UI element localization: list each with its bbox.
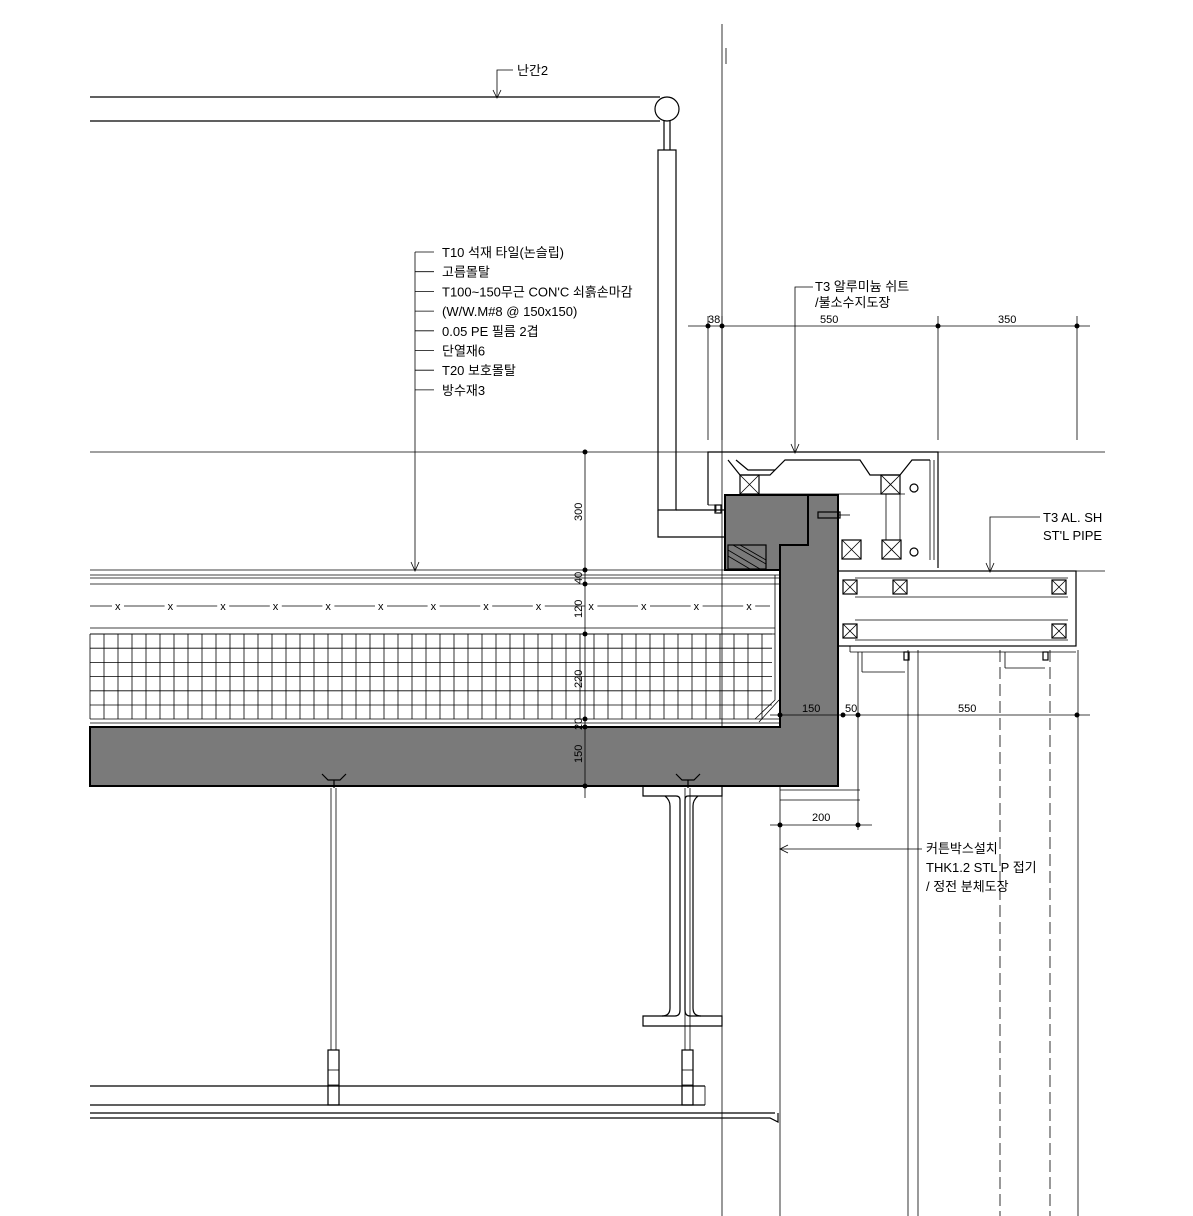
dim-top-38: 38 bbox=[708, 314, 720, 326]
curtain-box-label-2: THK1.2 STL P 접기 bbox=[926, 860, 1037, 875]
dim-bottom-200: 200 bbox=[812, 812, 830, 824]
insulation-grid bbox=[89, 633, 772, 719]
mesh-mark: x bbox=[168, 601, 174, 613]
dim-v-40: 40 bbox=[573, 572, 585, 584]
alu-sheet-callout: T3 알루미늄 쉬트 /불소수지도장 bbox=[790, 279, 909, 454]
floor-layer-label: T20 보호몰탈 bbox=[442, 363, 516, 378]
mesh-mark: x bbox=[431, 601, 437, 613]
dim-edge-50: 50 bbox=[845, 703, 857, 715]
railing bbox=[90, 96, 725, 538]
dim-v-150: 150 bbox=[573, 745, 585, 763]
al-sheet-pipe-label-1: T3 AL. SH bbox=[1043, 510, 1102, 525]
parapet-cap bbox=[707, 451, 939, 568]
dim-v-120: 120 bbox=[573, 600, 585, 618]
dim-v-300: 300 bbox=[573, 503, 585, 521]
dim-top-550: 550 bbox=[820, 314, 838, 326]
top-dimensions: 38 550 350 bbox=[688, 314, 1090, 440]
railing-leader: 난간2 bbox=[492, 63, 548, 99]
floor-layer-label: 방수재3 bbox=[442, 383, 485, 398]
curtain-box-callout: 커튼박스설치 THK1.2 STL P 접기 / 정전 분체도장 bbox=[779, 841, 1037, 894]
alu-sheet-label-2: /불소수지도장 bbox=[815, 295, 890, 310]
alu-sheet-label-1: T3 알루미늄 쉬트 bbox=[815, 279, 909, 294]
bottom-dimension: 200 bbox=[770, 789, 872, 828]
mesh-mark: x bbox=[325, 601, 331, 613]
mesh-mark: x bbox=[220, 601, 226, 613]
ceiling-hanger-2 bbox=[675, 773, 701, 1106]
soffit-box bbox=[837, 570, 1077, 673]
vertical-dimensions: 300 40 120 220 20 150 bbox=[573, 449, 588, 798]
mesh-mark: x bbox=[115, 601, 121, 613]
floor-layer-label: T100~150무근 CON'C 쇠흙손마감 bbox=[442, 284, 633, 299]
railing-label: 난간2 bbox=[517, 63, 548, 78]
steel-beam bbox=[642, 785, 723, 1027]
mesh-mark: x bbox=[746, 601, 752, 613]
ceiling bbox=[90, 1085, 779, 1123]
mesh-mark: x bbox=[536, 601, 542, 613]
dim-v-220: 220 bbox=[573, 670, 585, 688]
floor-layer-label: 0.05 PE 필름 2겹 bbox=[442, 324, 539, 339]
mesh-mark: x bbox=[694, 601, 700, 613]
dim-top-350: 350 bbox=[998, 314, 1016, 326]
floor-layer-label: 단열재6 bbox=[442, 344, 485, 359]
al-sheet-pipe-label-2: ST'L PIPE bbox=[1043, 528, 1102, 543]
mesh-mark: x bbox=[273, 601, 279, 613]
al-sheet-pipe-callout: T3 AL. SH ST'L PIPE bbox=[985, 510, 1102, 573]
mesh-mark: x bbox=[378, 601, 384, 613]
curtain-box-label-3: / 정전 분체도장 bbox=[926, 879, 1009, 894]
mesh-mark: x bbox=[588, 601, 594, 613]
mesh-mark: x bbox=[641, 601, 647, 613]
dim-edge-550: 550 bbox=[958, 703, 976, 715]
dim-v-20: 20 bbox=[573, 718, 585, 730]
floor-layer-label: T10 석재 타일(논슬립) bbox=[442, 245, 564, 260]
floor-layer-label: 고름몰탈 bbox=[442, 265, 490, 280]
floor-layer-label: (W/W.M#8 @ 150x150) bbox=[442, 304, 577, 319]
dim-edge-150: 150 bbox=[802, 703, 820, 715]
curtain-box-label-1: 커튼박스설치 bbox=[926, 841, 998, 856]
slab-edge-dimensions: 150 50 550 bbox=[770, 652, 1090, 830]
floor-layer-callout: T10 석재 타일(논슬립) 고름몰탈 T100~150무근 CON'C 쇠흙손마감… bbox=[410, 245, 633, 572]
mesh-mark: x bbox=[483, 601, 489, 613]
ceiling-hanger-1 bbox=[321, 773, 347, 1106]
wood-block bbox=[727, 544, 767, 570]
